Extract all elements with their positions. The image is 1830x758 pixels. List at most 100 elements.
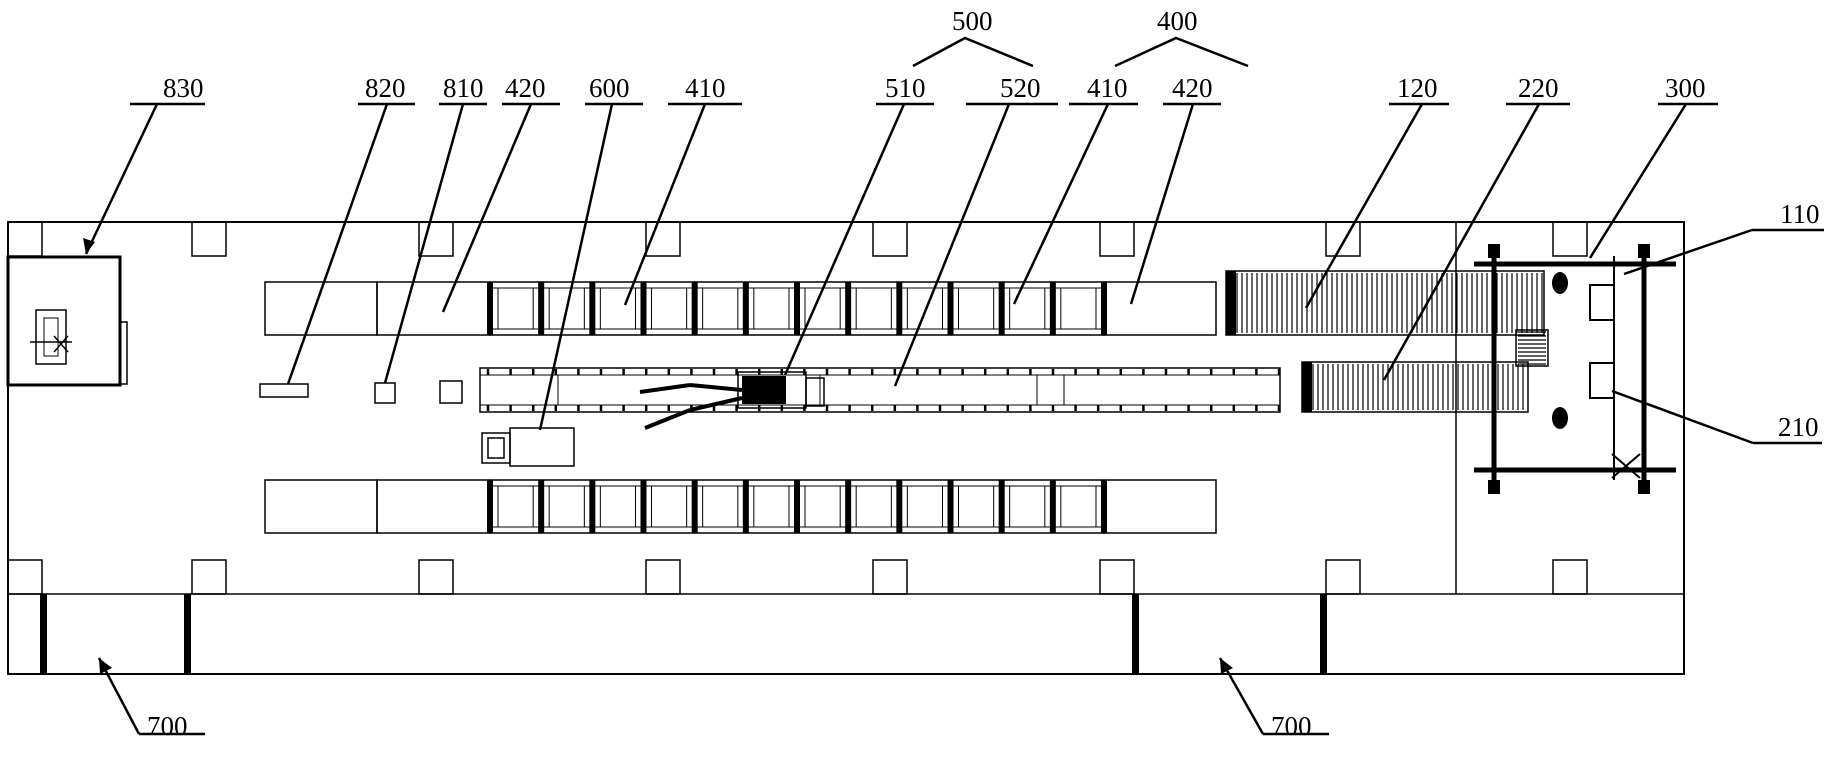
rack-upright <box>487 480 493 533</box>
conveyor-end <box>1302 362 1312 412</box>
rack-upright <box>742 480 749 533</box>
rack-row-bottom <box>264 479 1217 534</box>
door-post <box>1132 594 1139 674</box>
rack-upright <box>589 480 596 533</box>
label-830: 830 <box>163 73 204 103</box>
rack-upright <box>896 282 903 335</box>
column <box>645 221 681 257</box>
rack-upright <box>538 282 545 335</box>
rack-upright <box>947 480 954 533</box>
rack-upright <box>1049 282 1056 335</box>
buffer-zone-420-right <box>1103 281 1217 336</box>
control-room-equipment <box>30 309 72 365</box>
conveyor-turn-rollers <box>1518 331 1546 365</box>
rack-upright <box>691 480 698 533</box>
conveyor-end <box>1226 271 1236 335</box>
column <box>1325 221 1361 257</box>
label-420: 420 <box>505 73 546 103</box>
rack-upright <box>794 282 800 335</box>
rail-track-520 <box>479 367 1281 413</box>
door-post <box>40 594 47 674</box>
column <box>418 221 454 257</box>
buffer-zone-420-left <box>376 281 491 336</box>
rack-upright <box>1101 282 1107 335</box>
rack-upright <box>742 282 749 335</box>
label-400: 400 <box>1157 6 1198 36</box>
rack-upright <box>640 480 647 533</box>
column <box>1552 221 1588 257</box>
column <box>872 221 908 257</box>
label-510: 510 <box>885 73 926 103</box>
buffer-zone-420-left <box>376 479 491 534</box>
column <box>191 559 227 595</box>
column <box>7 559 43 595</box>
rack-upright <box>947 282 954 335</box>
label-700: 700 <box>147 711 188 741</box>
conveyor-120-rollers <box>1226 271 1543 335</box>
label-220: 220 <box>1518 73 1559 103</box>
label-500: 500 <box>952 6 993 36</box>
label-520: 520 <box>1000 73 1041 103</box>
column <box>1099 221 1135 257</box>
loading-station-300 <box>1474 244 1676 494</box>
label-810: 810 <box>443 73 484 103</box>
columns-bottom <box>7 559 1588 595</box>
label-300: 300 <box>1665 73 1706 103</box>
rack-upright <box>998 480 1005 533</box>
label-110: 110 <box>1780 199 1820 229</box>
door-post <box>1320 594 1327 674</box>
rack-upright <box>794 480 800 533</box>
column <box>1325 559 1361 595</box>
label-120: 120 <box>1397 73 1438 103</box>
label-700: 700 <box>1271 711 1312 741</box>
label-210: 210 <box>1778 412 1819 442</box>
rack-top-bays <box>487 282 1107 335</box>
column <box>7 221 43 257</box>
leader-lines <box>84 36 1824 736</box>
door-posts <box>40 594 1327 674</box>
device-820 <box>259 383 309 398</box>
columns-top <box>7 221 1588 257</box>
rack-upright <box>896 480 903 533</box>
label-820: 820 <box>365 73 406 103</box>
stacker-510 <box>639 371 825 430</box>
control-room-side <box>119 321 128 385</box>
rack-upright <box>845 282 852 335</box>
label-410: 410 <box>1087 73 1128 103</box>
arrowheads <box>83 238 1233 674</box>
rack-upright <box>589 282 596 335</box>
pallet-station-210 <box>1589 362 1615 399</box>
rack-upright <box>1049 480 1056 533</box>
column <box>872 559 908 595</box>
conveyor-turn <box>1515 329 1549 367</box>
buffer-zone-420-right <box>1103 479 1217 534</box>
rack-upright <box>640 282 647 335</box>
label-410: 410 <box>685 73 726 103</box>
rack-upright <box>845 480 852 533</box>
pallet-station-110 <box>1589 284 1615 321</box>
rack-upright <box>538 480 545 533</box>
column <box>645 559 681 595</box>
column <box>191 221 227 257</box>
column <box>418 559 454 595</box>
building-outline <box>7 221 1685 675</box>
rack-upright <box>691 282 698 335</box>
rail-ties <box>486 369 1281 411</box>
door-post <box>184 594 191 674</box>
buffer-zone-420-left <box>264 479 378 534</box>
column <box>1099 559 1135 595</box>
label-600: 600 <box>589 73 630 103</box>
rack-upright <box>998 282 1005 335</box>
conveyor-220-rollers <box>1302 362 1524 412</box>
column <box>1552 559 1588 595</box>
agv-600 <box>481 427 575 467</box>
device-box <box>439 380 463 404</box>
label-420: 420 <box>1172 73 1213 103</box>
rack-row-top <box>264 281 1217 336</box>
control-room-830 <box>6 255 122 387</box>
rack-bottom-bays <box>487 480 1107 533</box>
rack-upright <box>487 282 493 335</box>
device-810 <box>374 382 396 404</box>
